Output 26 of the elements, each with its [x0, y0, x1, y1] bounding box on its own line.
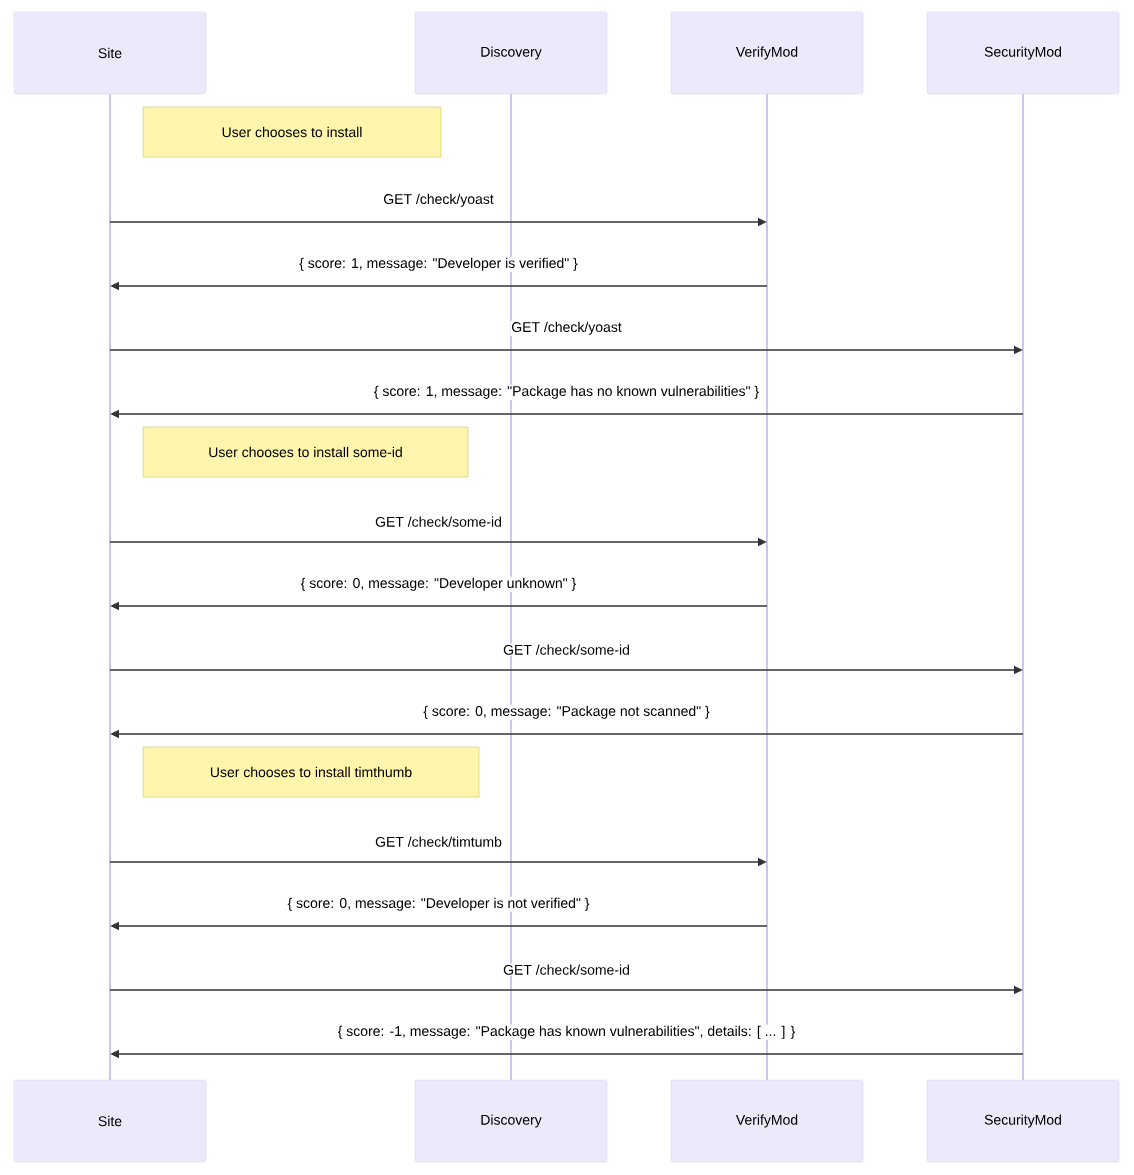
- edge-label: { score: 0, message: "Developer is not verified" }: [286, 896, 591, 912]
- note-box: User chooses to install: [142, 106, 442, 158]
- edge-label: GET /check/some-id: [374, 515, 503, 528]
- edge-label: GET /check/some-id: [502, 643, 631, 656]
- lifeline: [766, 94, 768, 1080]
- actor-box: Discovery: [414, 1079, 608, 1163]
- edge-label: GET /check/yoast: [382, 192, 495, 208]
- actor-box: Discovery: [414, 11, 608, 95]
- edge-label: { score: 1, message: "Package has no known vulnerabilities" }: [372, 384, 761, 400]
- edge-label: { score: 0, message: "Package not scanned" }: [422, 704, 711, 720]
- lifeline: [109, 94, 111, 1080]
- edge-label: GET /check/yoast: [510, 320, 623, 336]
- note-box: User chooses to install timthumb: [142, 746, 480, 798]
- actor-box: VerifyMod: [670, 11, 864, 95]
- edge-label: GET /check/timtumb: [374, 835, 503, 848]
- edge-label: GET /check/some-id: [502, 963, 631, 976]
- actor-box: Site: [13, 11, 207, 95]
- note-box: User chooses to install some-id: [142, 426, 469, 478]
- edge-label: { score: 0, message: "Developer unknown" }: [299, 576, 578, 592]
- edge-label: { score: -1, message: "Package has known vulnerabilities", details: [ ... ] }: [336, 1024, 797, 1040]
- edge-label: { score: 1, message: "Developer is verified" }: [298, 256, 579, 272]
- actor-box: SecurityMod: [926, 11, 1120, 95]
- actor-box: VerifyMod: [670, 1079, 864, 1163]
- actor-box: SecurityMod: [926, 1079, 1120, 1163]
- actor-box: Site: [13, 1079, 207, 1163]
- lifeline: [1022, 94, 1024, 1080]
